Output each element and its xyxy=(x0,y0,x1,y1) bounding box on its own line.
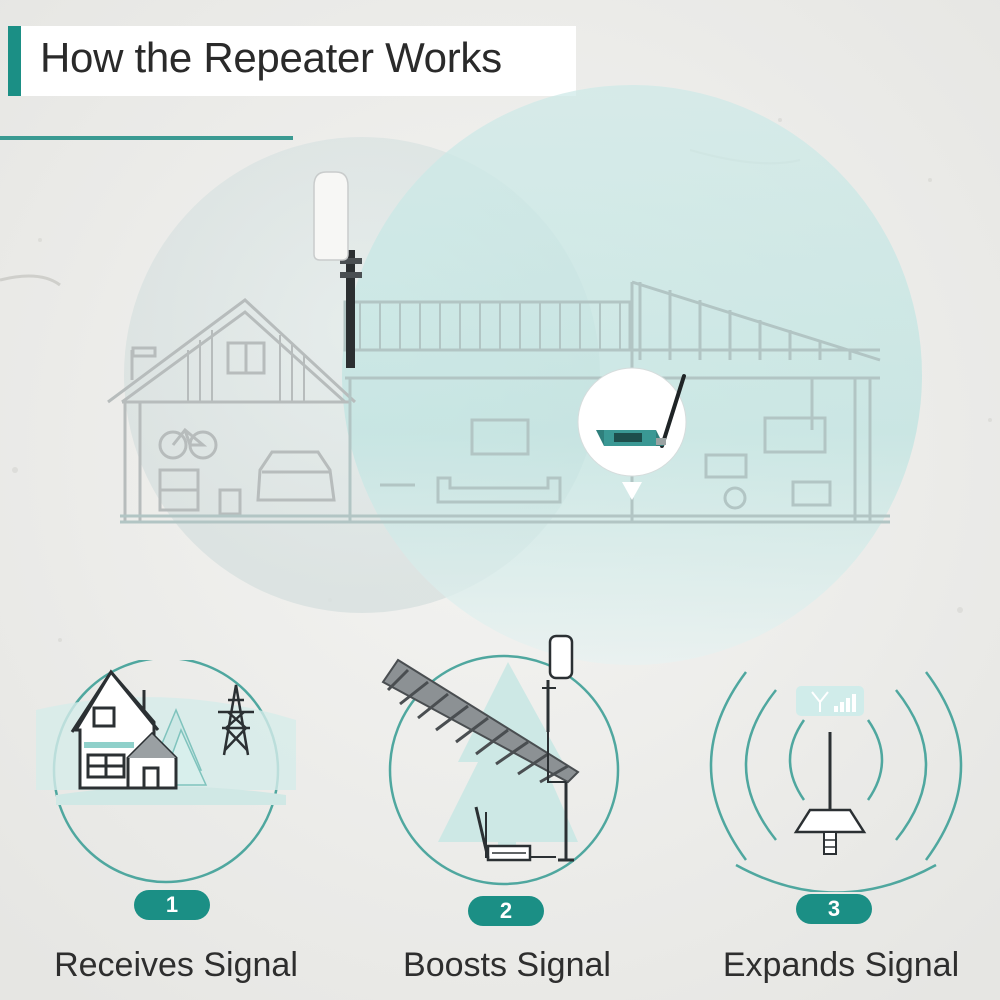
step-1-label: Receives Signal xyxy=(54,946,298,984)
roof-antenna-booster-icon xyxy=(381,634,620,886)
step-1-badge: 1 xyxy=(134,890,210,920)
title-accent-bar xyxy=(8,26,21,96)
step-3-label: Expands Signal xyxy=(722,946,960,984)
title-banner xyxy=(8,26,576,96)
step-3-badge: 3 xyxy=(796,894,872,924)
house-tower-icon xyxy=(36,660,296,884)
outdoor-antenna-icon xyxy=(313,171,362,368)
step-2-badge: 2 xyxy=(468,896,544,926)
title-underline xyxy=(0,136,293,140)
page-title: How the Repeater Works xyxy=(40,34,502,81)
indoor-antenna-icon xyxy=(709,671,963,892)
signal-repeater-icon xyxy=(577,367,687,500)
step-2-label: Boosts Signal xyxy=(403,946,611,984)
